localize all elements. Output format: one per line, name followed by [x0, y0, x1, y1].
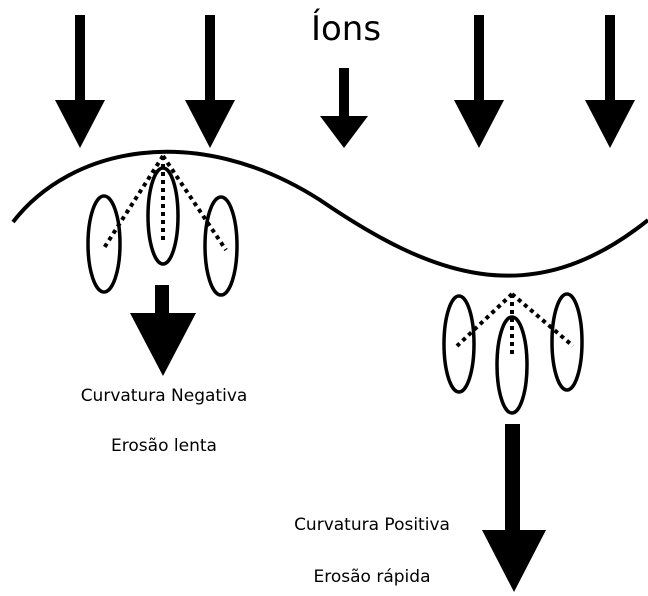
ion-arrow-short: [320, 68, 368, 148]
fast-erosion-arrow: [482, 424, 546, 592]
fast-erosion-label: Erosão rápida: [314, 567, 431, 587]
energy-ellipse: [88, 196, 120, 292]
ions-title: Íons: [311, 8, 381, 49]
negative-curvature-label: Curvatura Negativa: [81, 386, 248, 406]
surface-curve: [13, 152, 648, 276]
energy-ellipse: [497, 317, 527, 413]
ion-arrow: [454, 15, 504, 148]
ion-arrow: [185, 15, 235, 148]
ion-arrow: [55, 15, 105, 148]
slow-erosion-label: Erosão lenta: [111, 436, 217, 456]
slow-erosion-arrow: [130, 285, 196, 376]
ion-arrow: [585, 15, 635, 148]
positive-curvature-label: Curvatura Positiva: [294, 515, 450, 535]
